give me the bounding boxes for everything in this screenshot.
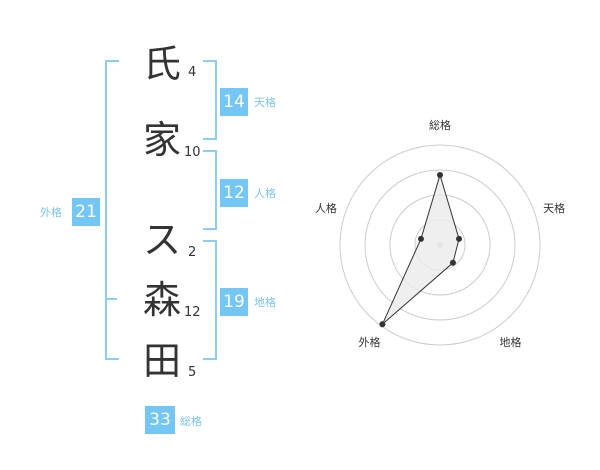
tenkaku-label: 天格 — [254, 96, 276, 109]
gaikaku-bracket — [105, 60, 119, 360]
radar-data-area — [381, 173, 460, 325]
jinkaku-bracket — [203, 150, 217, 230]
given-char-1-strokes: 2 — [188, 245, 197, 260]
chikaku-label: 地格 — [254, 296, 276, 309]
given-char-2: 森 — [142, 278, 181, 322]
radar-axis-label: 総格 — [429, 118, 451, 132]
radar-grid-ring — [339, 144, 541, 346]
radar-axis-label: 外格 — [358, 335, 380, 349]
radar-axis-label: 人格 — [315, 201, 337, 215]
radar-point-3 — [449, 259, 456, 266]
given-char-2-strokes: 12 — [184, 305, 201, 320]
soukaku-label: 総格 — [180, 415, 202, 428]
given-char-1: ス — [142, 218, 181, 262]
tenkaku-bracket — [203, 60, 217, 140]
surname-char-1: 氏 — [142, 42, 181, 86]
radar-grid-ring — [364, 169, 516, 321]
radar-point-1 — [437, 172, 443, 178]
gaikaku-value-badge: 21 — [72, 198, 100, 226]
surname-char-2-strokes: 10 — [184, 145, 201, 160]
jinkaku-label: 人格 — [254, 187, 276, 200]
radar-axis-label: 天格 — [543, 201, 565, 215]
given-char-3-strokes: 5 — [188, 365, 197, 380]
radar-axis-label: 地格 — [500, 335, 522, 349]
surname-char-1-strokes: 4 — [188, 65, 197, 80]
soukaku-value-badge: 33 — [145, 406, 175, 434]
tenkaku-value-badge: 14 — [220, 88, 248, 116]
jinkaku-value-badge: 12 — [220, 179, 248, 207]
radar-point-2 — [456, 235, 463, 242]
chikaku-bracket — [203, 240, 217, 360]
gaikaku-bracket-divider — [105, 298, 117, 300]
chikaku-value-badge: 19 — [220, 288, 248, 316]
gaikaku-label: 外格 — [40, 206, 62, 219]
surname-char-2: 家 — [142, 118, 181, 162]
radar-point-5 — [417, 235, 424, 242]
radar-point-4 — [379, 321, 386, 328]
given-char-3: 田 — [142, 339, 181, 383]
